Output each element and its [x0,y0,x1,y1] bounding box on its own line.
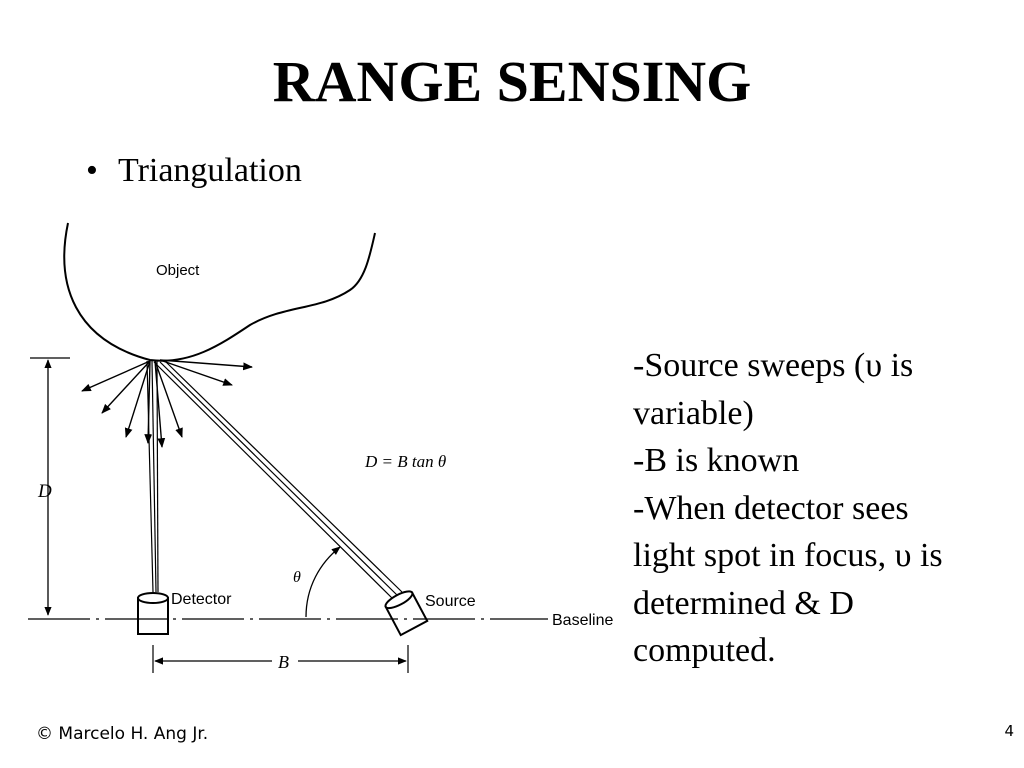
copyright-footer: © Marcelo H. Ang Jr. [36,724,209,744]
source-label: Source [425,593,476,610]
note-line: -Source sweeps (υ is [633,347,914,384]
source-rays [153,361,403,601]
note-line: -B is known [633,442,800,479]
detector-label: Detector [171,591,232,608]
bullet-item: • Triangulation [86,152,302,190]
b-label-bg [272,651,298,671]
theta-arc [305,546,341,618]
formula-label: D = B tan θ [364,452,446,471]
source-icon [384,590,429,637]
note-line: variable) [633,394,754,432]
triangulation-diagram: Object Detector Source Baseline D [28,222,613,673]
detector-icon [137,592,169,635]
theta-label: θ [293,569,301,586]
reflection-arrows [81,359,253,448]
b-label: B [278,652,289,672]
notes-text: -Source sweeps (υ is variable) -B is kno… [633,342,1013,675]
note-line: light spot in focus, υ is [633,537,943,574]
bullet-dot-icon: • [86,152,98,189]
d-label: D [37,481,52,502]
object-label: Object [156,262,200,279]
note-line: -When detector sees [633,489,909,527]
bullet-text: Triangulation [118,152,302,189]
page-number: 4 [1004,722,1014,740]
baseline-label: Baseline [552,612,613,629]
note-line: determined & D [633,584,854,622]
note-line: computed. [633,632,776,669]
detector-rays [146,360,159,593]
object-outline [63,222,376,362]
slide-title: RANGE SENSING [272,49,752,114]
